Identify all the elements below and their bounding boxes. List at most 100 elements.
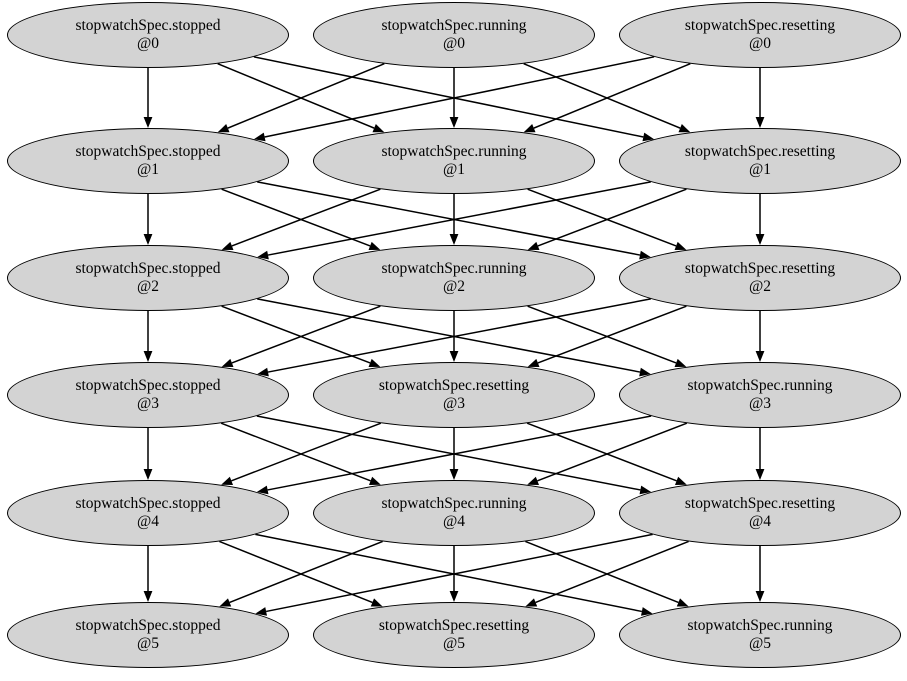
edge-arrowhead-icon (143, 117, 153, 128)
edge-line (257, 181, 641, 256)
edge-arrowhead-icon (449, 351, 459, 362)
edge-arrowhead-icon (221, 358, 234, 368)
edge-arrowhead-icon (368, 241, 381, 251)
node-step-label: @3 (748, 395, 772, 412)
node-spec-label: stopwatchSpec.running (381, 495, 527, 513)
graph-node[interactable]: stopwatchSpec.stopped@4 (7, 480, 289, 546)
edge-line (231, 305, 381, 364)
node-step-label: @4 (136, 513, 160, 530)
graph-edge (527, 305, 687, 368)
edge-line (227, 62, 385, 129)
node-step-label: @5 (442, 635, 466, 652)
graph-edge (449, 428, 459, 480)
edge-line (527, 188, 677, 247)
node-spec-label: stopwatchSpec.stopped (75, 17, 221, 35)
graph-node[interactable]: stopwatchSpec.resetting@3 (313, 362, 595, 428)
node-step-label: @3 (442, 395, 466, 412)
edge-arrowhead-icon (678, 124, 691, 133)
graph-node[interactable]: stopwatchSpec.stopped@0 (7, 2, 289, 68)
edge-line (256, 415, 641, 491)
edge-line (221, 188, 371, 247)
graph-node[interactable]: stopwatchSpec.running@2 (313, 245, 595, 311)
graph-edge (143, 428, 153, 480)
edge-arrowhead-icon (143, 351, 153, 362)
edge-arrowhead-icon (755, 234, 765, 245)
node-spec-label: stopwatchSpec.stopped (75, 495, 221, 513)
node-step-label: @5 (136, 635, 160, 652)
graph-edge (527, 188, 687, 251)
edge-arrowhead-icon (755, 469, 765, 480)
graph-edge (755, 428, 765, 480)
edge-line (535, 540, 689, 604)
graph-edge (449, 68, 459, 128)
node-step-label: @4 (442, 513, 466, 530)
graph-node[interactable]: stopwatchSpec.resetting@0 (619, 2, 901, 68)
edge-arrowhead-icon (527, 241, 540, 251)
node-spec-label: stopwatchSpec.resetting (684, 495, 836, 513)
graph-node[interactable]: stopwatchSpec.resetting@2 (619, 245, 901, 311)
graph-edge (755, 546, 765, 602)
edge-arrowhead-icon (217, 124, 230, 133)
edge-line (525, 540, 679, 604)
graph-node[interactable]: stopwatchSpec.stopped@1 (7, 128, 289, 194)
edge-line (221, 305, 371, 364)
graph-edge (755, 311, 765, 362)
graph-node[interactable]: stopwatchSpec.running@3 (619, 362, 901, 428)
graph-node[interactable]: stopwatchSpec.running@1 (313, 128, 595, 194)
graph-node[interactable]: stopwatchSpec.running@5 (619, 602, 901, 668)
graph-node[interactable]: stopwatchSpec.stopped@3 (7, 362, 289, 428)
node-spec-label: stopwatchSpec.stopped (75, 617, 221, 635)
node-step-label: @1 (442, 161, 466, 178)
graph-node[interactable]: stopwatchSpec.resetting@1 (619, 128, 901, 194)
edge-arrowhead-icon (449, 117, 459, 128)
graph-node[interactable]: stopwatchSpec.resetting@4 (619, 480, 901, 546)
graph-node[interactable]: stopwatchSpec.running@0 (313, 2, 595, 68)
graph-node[interactable]: stopwatchSpec.running@4 (313, 480, 595, 546)
edge-line (537, 305, 687, 364)
graph-edge (526, 422, 687, 485)
node-step-label: @2 (748, 278, 772, 295)
edge-arrowhead-icon (449, 469, 459, 480)
node-spec-label: stopwatchSpec.resetting (378, 617, 530, 635)
graph-edge (527, 188, 687, 251)
edge-arrowhead-icon (755, 117, 765, 128)
edge-line (267, 181, 651, 256)
graph-edge (525, 540, 689, 607)
edge-line (229, 540, 383, 604)
graph-node[interactable]: stopwatchSpec.stopped@5 (7, 602, 289, 668)
edge-arrowhead-icon (449, 234, 459, 245)
graph-edge (221, 305, 381, 368)
edge-arrowhead-icon (525, 598, 538, 607)
graph-edge (143, 546, 153, 602)
graph-edge (221, 188, 381, 251)
node-step-label: @1 (748, 161, 772, 178)
node-spec-label: stopwatchSpec.resetting (684, 143, 836, 161)
edge-arrowhead-icon (368, 358, 381, 368)
node-spec-label: stopwatchSpec.stopped (75, 260, 221, 278)
graph-edge (525, 540, 689, 607)
edge-line (537, 188, 687, 247)
node-spec-label: stopwatchSpec.running (381, 17, 527, 35)
edge-line (527, 305, 677, 364)
graph-edge (527, 422, 688, 485)
node-spec-label: stopwatchSpec.running (687, 617, 833, 635)
edge-line (217, 62, 375, 129)
edge-arrowhead-icon (674, 358, 687, 368)
graph-edge (217, 62, 385, 133)
edge-arrowhead-icon (221, 241, 234, 251)
edge-arrowhead-icon (755, 591, 765, 602)
graph-edge (449, 546, 459, 602)
graph-edge (143, 194, 153, 245)
edge-arrowhead-icon (523, 124, 536, 133)
node-step-label: @4 (748, 513, 772, 530)
graph-edge (755, 194, 765, 245)
node-step-label: @0 (442, 35, 466, 52)
graph-node[interactable]: stopwatchSpec.stopped@2 (7, 245, 289, 311)
edge-arrowhead-icon (449, 591, 459, 602)
edge-line (253, 56, 644, 138)
node-step-label: @0 (136, 35, 160, 52)
edge-line (231, 188, 381, 247)
graph-node[interactable]: stopwatchSpec.resetting@5 (313, 602, 595, 668)
graph-edge (221, 188, 381, 251)
